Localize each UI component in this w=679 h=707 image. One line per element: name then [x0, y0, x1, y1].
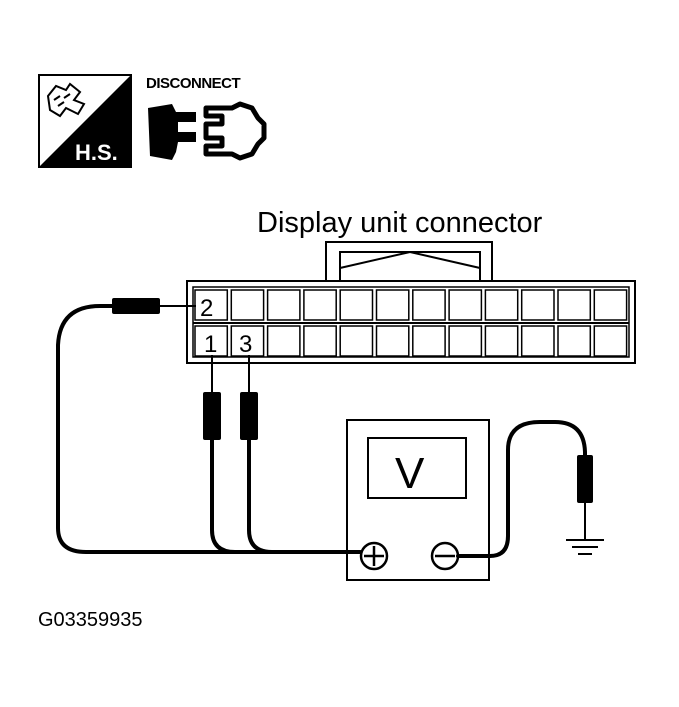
connector-cavity — [412, 325, 446, 357]
connector-cavity — [557, 325, 592, 357]
connector-cavity — [412, 289, 446, 321]
connector-cavity — [448, 289, 483, 321]
connector-cavity — [520, 289, 555, 321]
hs-label: H.S. — [75, 140, 118, 165]
hand-tools-icon: H.S. — [38, 74, 132, 168]
connector-cavity — [303, 289, 337, 321]
pin-1-label: 1 — [204, 331, 217, 358]
connector-cavity — [484, 289, 519, 321]
connector-cavity — [303, 325, 337, 357]
connector-cavity — [484, 325, 519, 357]
disconnect-label: DISCONNECT — [146, 75, 241, 92]
voltmeter-display: V — [395, 449, 425, 498]
voltmeter: V — [346, 419, 490, 581]
figure-id: G03359935 — [38, 609, 143, 631]
connector-cavity — [339, 325, 374, 357]
connector-cavity — [339, 289, 374, 321]
probe-pin-2 — [56, 298, 362, 554]
probe-pin-3 — [240, 355, 274, 554]
connector-cavity — [593, 289, 628, 321]
disconnect-icon: DISCONNECT — [146, 75, 267, 161]
ground-lead — [456, 420, 593, 558]
connector-cavity — [593, 325, 628, 357]
connector-cavity — [375, 325, 410, 357]
connector-cavity — [375, 289, 410, 321]
connector-title: Display unit connector — [257, 207, 543, 239]
pin-2-label: 2 — [200, 295, 213, 322]
plus-terminal-icon — [359, 541, 389, 571]
connector-cavity — [266, 289, 301, 321]
connector-cavity — [520, 325, 555, 357]
display-unit-connector: 2 1 3 — [186, 241, 636, 364]
connector-cavity — [557, 289, 592, 321]
connector-cavity — [230, 289, 265, 321]
pin-3-label: 3 — [239, 331, 252, 358]
connector-cavity — [448, 325, 483, 357]
ground-icon — [566, 539, 604, 555]
connector-cavity — [230, 325, 265, 357]
probe-pin-1 — [203, 355, 237, 554]
connector-cavity — [266, 325, 301, 357]
minus-terminal-icon — [430, 541, 460, 571]
